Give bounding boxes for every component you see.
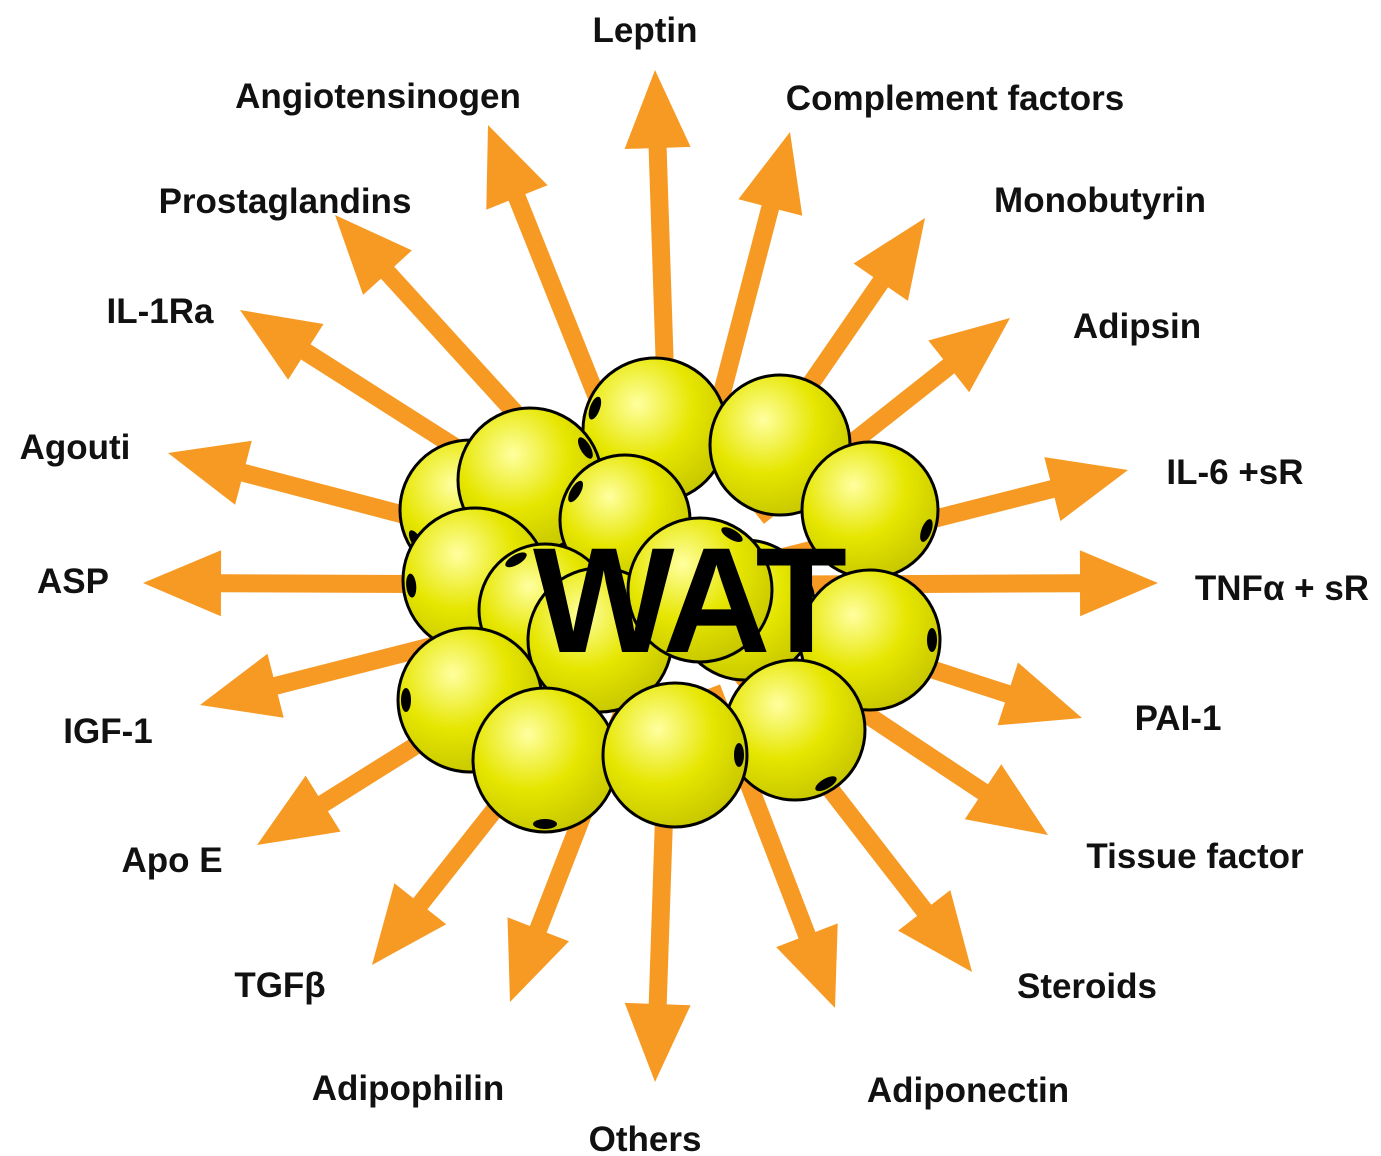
label-complement-factors: Complement factors bbox=[786, 79, 1124, 118]
label-apo-e: Apo E bbox=[121, 841, 222, 880]
label-steroids: Steroids bbox=[1017, 967, 1157, 1006]
adipocyte-cell bbox=[473, 688, 617, 832]
label-agouti: Agouti bbox=[20, 428, 131, 467]
label-asp: ASP bbox=[37, 562, 109, 601]
label-angiotensinogen: Angiotensinogen bbox=[235, 77, 521, 116]
wat-center-label: WAT bbox=[533, 516, 846, 684]
cell-nucleus bbox=[927, 628, 937, 652]
label-monobutyrin: Monobutyrin bbox=[994, 181, 1206, 220]
adipocyte-cell bbox=[603, 683, 747, 827]
label-pai1: PAI-1 bbox=[1135, 699, 1222, 738]
label-tissue-factor: Tissue factor bbox=[1086, 837, 1304, 876]
label-others: Others bbox=[589, 1120, 702, 1156]
label-leptin: Leptin bbox=[593, 11, 698, 50]
label-adipsin: Adipsin bbox=[1073, 307, 1201, 346]
label-il1ra: IL-1Ra bbox=[107, 292, 215, 331]
label-il6-sr: IL-6 +sR bbox=[1166, 453, 1303, 492]
label-prostaglandins: Prostaglandins bbox=[159, 182, 412, 221]
cell-nucleus bbox=[401, 688, 411, 712]
label-adipophilin: Adipophilin bbox=[312, 1069, 504, 1108]
cell-nucleus bbox=[533, 819, 557, 829]
label-tgfb: TGFβ bbox=[234, 966, 325, 1005]
cell-nucleus bbox=[734, 743, 744, 767]
label-adiponectin: Adiponectin bbox=[867, 1071, 1069, 1110]
label-igf1: IGF-1 bbox=[63, 712, 152, 751]
label-tnfa-sr: TNFα + sR bbox=[1195, 569, 1369, 608]
